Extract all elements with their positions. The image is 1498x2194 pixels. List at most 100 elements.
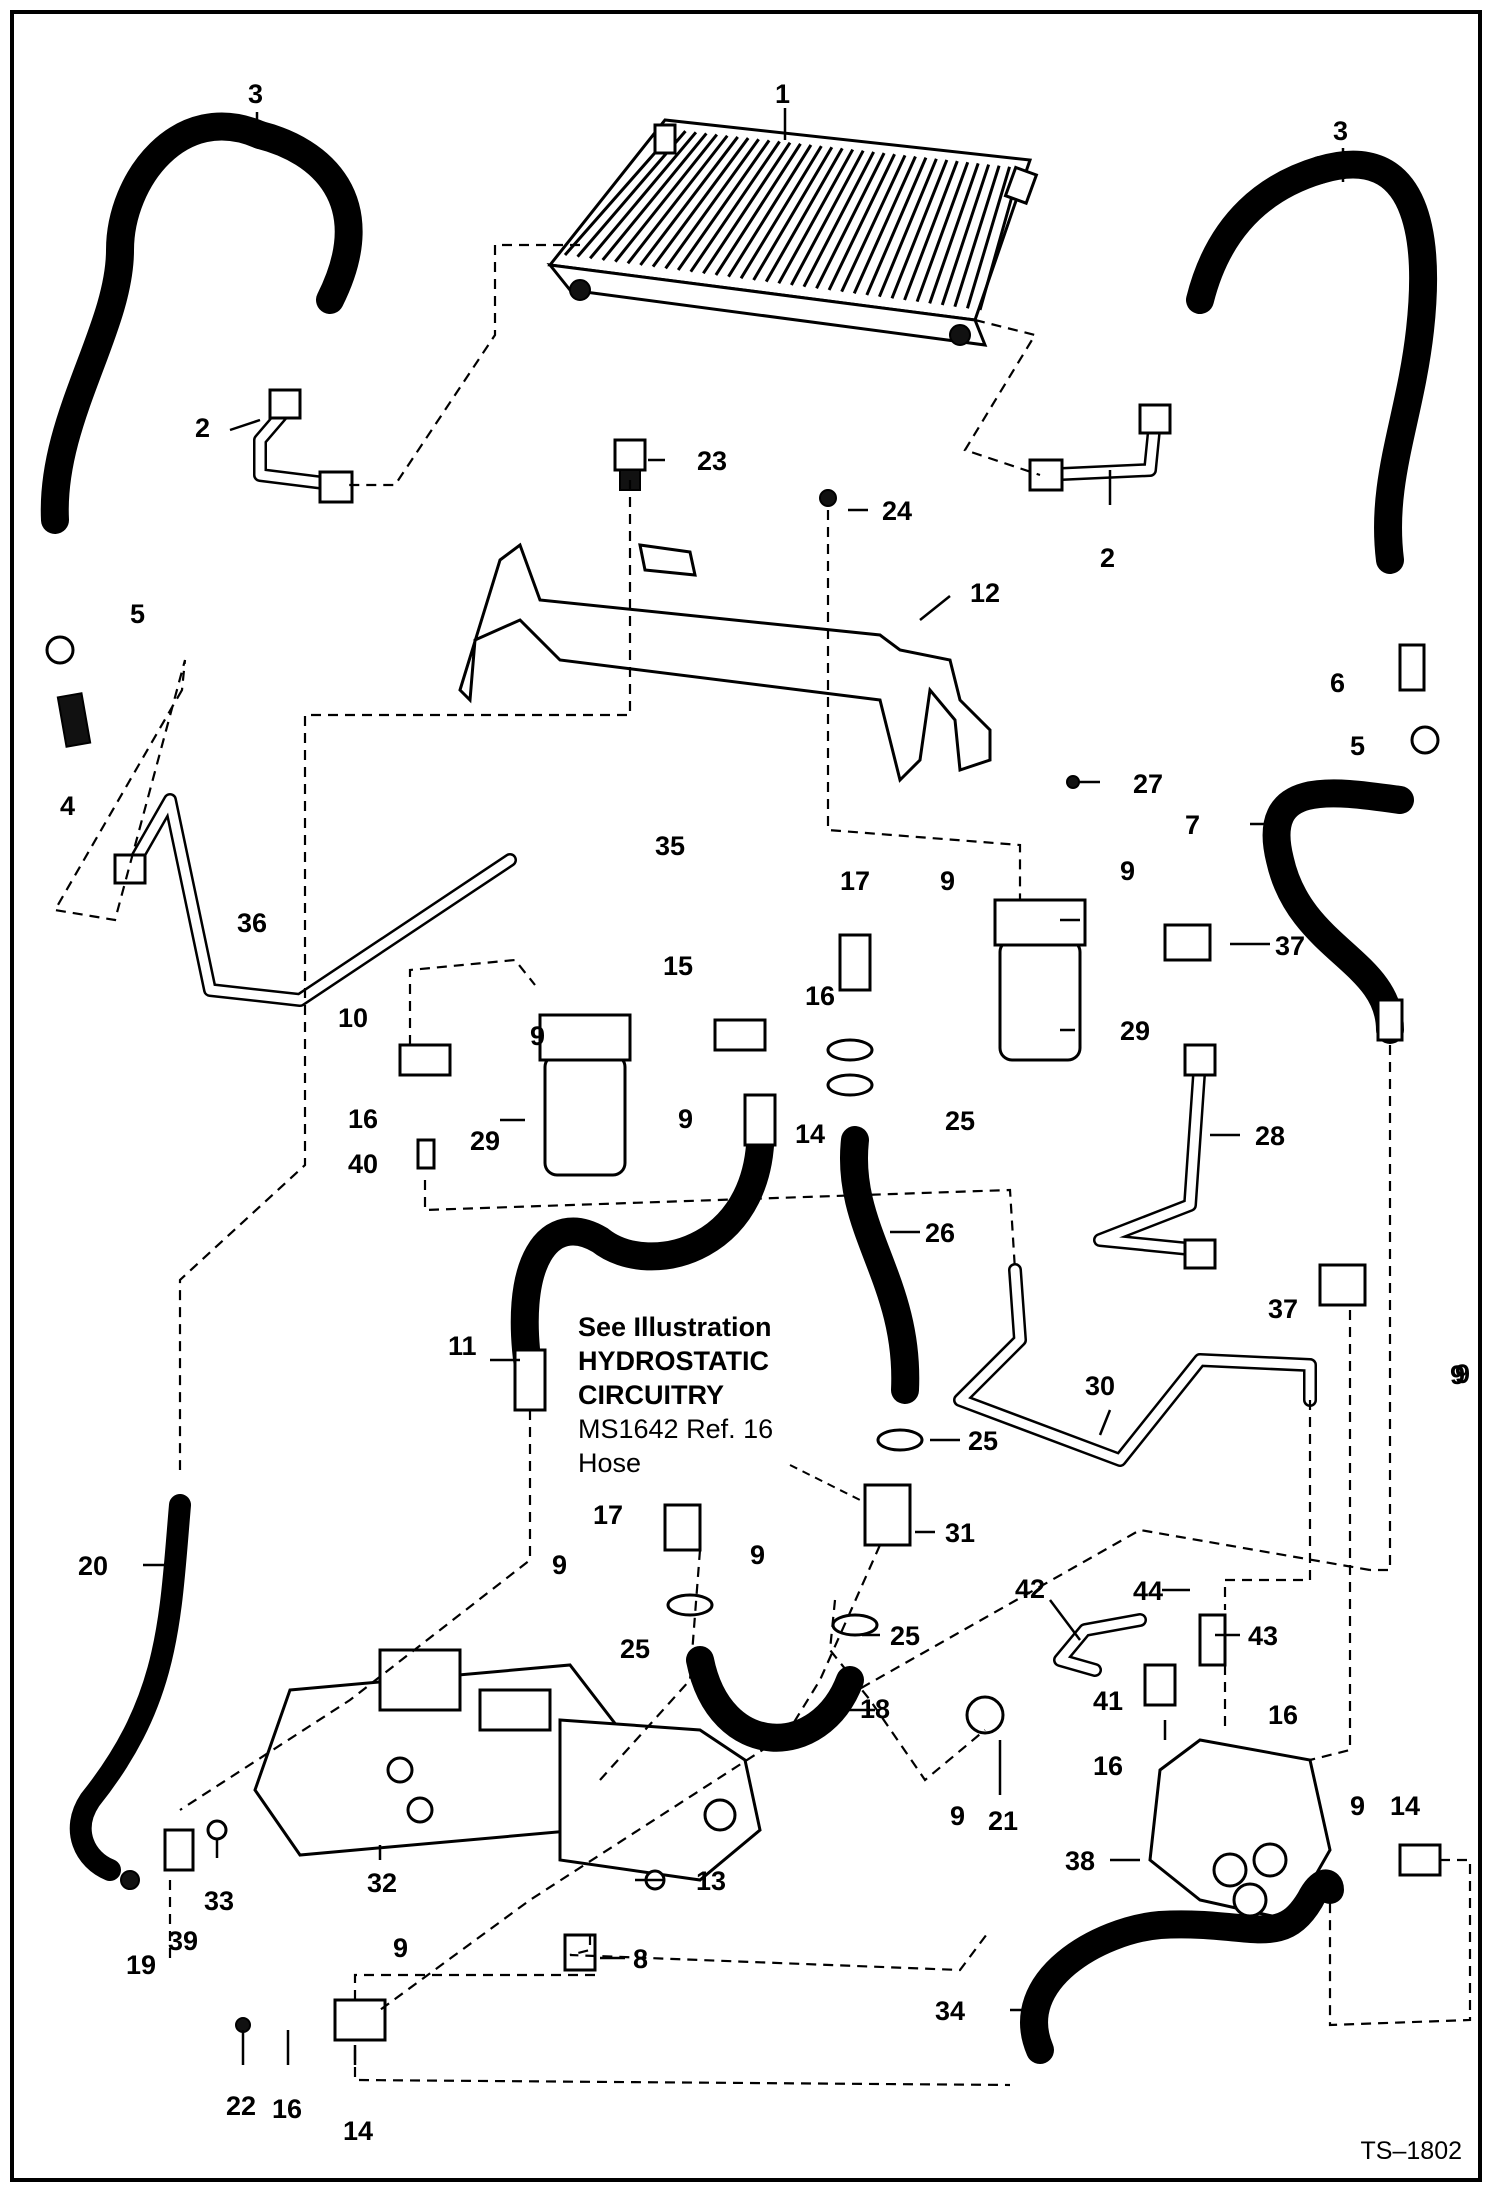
callout-26: 26 <box>925 1218 955 1248</box>
callout-4: 4 <box>60 791 75 821</box>
filter-29-left <box>538 1013 632 1177</box>
callout-23: 23 <box>697 446 727 476</box>
hose-34 <box>1020 1869 1344 2064</box>
cooler-fin <box>815 152 886 290</box>
callout-7: 7 <box>1185 810 1200 840</box>
hose-7 <box>1262 779 1414 1044</box>
hydraulic-pump-assembly <box>253 1648 762 1882</box>
oil-cooler <box>546 118 1039 347</box>
callout-29: 29 <box>470 1126 500 1156</box>
cooler-fin <box>865 157 928 296</box>
callout-9: 9 <box>1450 1360 1465 1390</box>
fitting-14-valve <box>1398 1843 1442 1877</box>
cooler-fin <box>852 155 917 294</box>
hose-3-left <box>40 112 274 534</box>
tube-2-left <box>253 388 354 504</box>
fitting-14-lower <box>333 1998 387 2042</box>
callout-39: 39 <box>168 1926 198 1956</box>
tube-42 <box>1053 1613 1147 1677</box>
cooler-fin <box>802 151 875 288</box>
callout-14: 14 <box>1390 1791 1420 1821</box>
hose-11 <box>510 1101 775 1394</box>
callout-29: 29 <box>1120 1016 1150 1046</box>
cooler-fin <box>790 150 865 286</box>
callout-10: 10 <box>338 1003 368 1033</box>
cooler-fin <box>614 133 718 263</box>
note-line: Hose <box>578 1448 642 1478</box>
cooler-fin <box>903 160 959 301</box>
filter-29-right <box>993 898 1087 1062</box>
cooler-fin <box>626 134 729 265</box>
elbow-41 <box>1143 1663 1177 1707</box>
callout-2: 2 <box>195 413 210 443</box>
callout-35: 35 <box>655 831 685 861</box>
cooler-fin <box>651 137 750 268</box>
cooler-fin <box>702 141 792 275</box>
hose-11-fitting <box>743 1093 777 1147</box>
callout-11: 11 <box>448 1331 477 1361</box>
callout-17: 17 <box>840 866 870 896</box>
callout-37: 37 <box>1275 931 1305 961</box>
cooler-fin <box>714 143 802 276</box>
callout-25: 25 <box>620 1634 650 1664</box>
cooler-fin <box>589 131 698 260</box>
hose-3-left-top <box>246 121 363 314</box>
callout-13: 13 <box>696 1866 726 1896</box>
callout-25: 25 <box>890 1621 920 1651</box>
callout-16: 16 <box>272 2094 302 2124</box>
fitting-31 <box>863 1483 912 1547</box>
nut-27 <box>1066 775 1080 789</box>
callout-leaders <box>143 108 1345 2065</box>
callout-36: 36 <box>237 908 267 938</box>
callout-9: 9 <box>678 1104 693 1134</box>
callout-37: 37 <box>1268 1294 1298 1324</box>
fitting-4 <box>56 692 92 748</box>
cooler-fin <box>777 148 855 285</box>
cooler-fin <box>764 147 844 283</box>
callout-5: 5 <box>1350 731 1365 761</box>
hose-26 <box>839 1126 920 1404</box>
callout-9: 9 <box>552 1550 567 1580</box>
callout-44: 44 <box>1133 1576 1163 1606</box>
fitting-10 <box>398 1043 452 1077</box>
tube-30 <box>953 1263 1317 1467</box>
cooler-fin <box>915 161 970 303</box>
callout-25: 25 <box>945 1106 975 1136</box>
fitting-39 <box>163 1828 195 1872</box>
callout-22: 22 <box>226 2091 256 2121</box>
clamp-25-b <box>666 1593 714 1617</box>
fitting-14-upper <box>713 1018 767 1052</box>
cooler-fin <box>940 164 991 306</box>
oring-5-left <box>45 635 75 665</box>
fitting-40 <box>416 1138 436 1170</box>
callout-9: 9 <box>1455 1359 1470 1389</box>
callout-9: 9 <box>393 1933 408 1963</box>
cooler-fin <box>878 158 938 298</box>
plug-21 <box>965 1695 1005 1735</box>
clamp-25-c <box>831 1613 879 1637</box>
elbow-37-upper <box>1163 923 1212 962</box>
oring-5-right <box>1410 725 1440 755</box>
clamps-25-upper <box>826 1038 874 1097</box>
callout-16: 16 <box>348 1104 378 1134</box>
callout-9: 9 <box>940 866 955 896</box>
drawing-reference-code: TS–1802 <box>1360 2137 1462 2165</box>
fitting-6 <box>1398 643 1426 692</box>
callout-6: 6 <box>1330 668 1345 698</box>
callout-40: 40 <box>348 1149 378 1179</box>
tube-2-right <box>1028 403 1172 492</box>
callout-43: 43 <box>1248 1621 1278 1651</box>
note-line: CIRCUITRY <box>578 1380 724 1410</box>
callout-1: 1 <box>775 79 790 109</box>
callout-5: 5 <box>130 599 145 629</box>
callout-38: 38 <box>1065 1846 1095 1876</box>
callout-20: 20 <box>78 1551 108 1581</box>
callout-33: 33 <box>204 1886 234 1916</box>
callout-14: 14 <box>343 2116 373 2146</box>
control-valve <box>1148 1738 1332 1922</box>
callout-15: 15 <box>663 951 693 981</box>
cooler-fin <box>739 145 823 280</box>
fitting-17-lower <box>663 1503 702 1552</box>
callout-16: 16 <box>805 981 835 1011</box>
